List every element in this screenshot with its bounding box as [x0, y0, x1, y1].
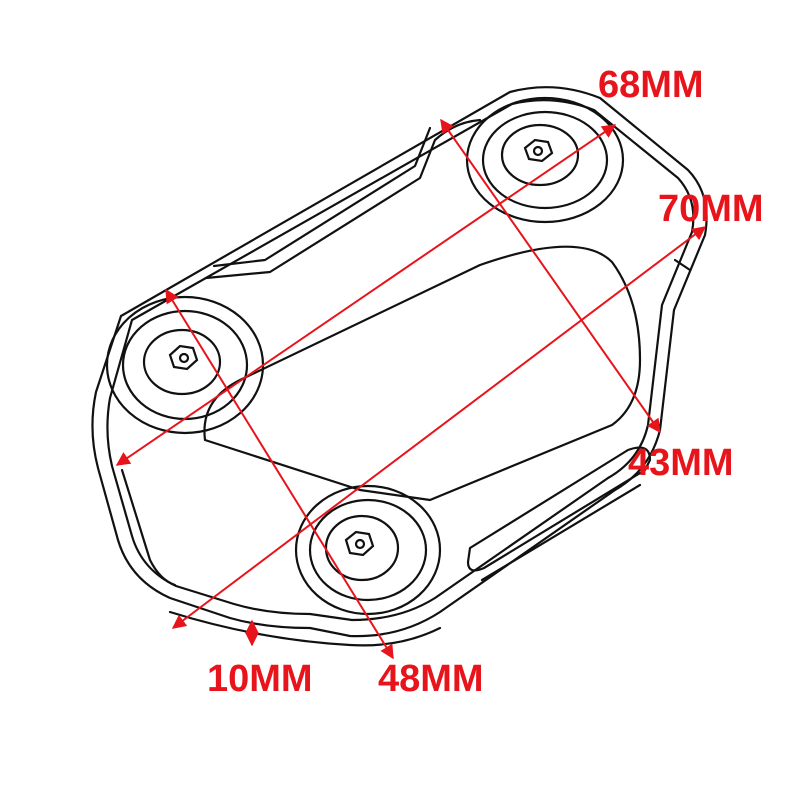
dimension-label-43: 43MM [628, 442, 734, 484]
dim-line-70 [171, 226, 707, 629]
dimension-label-48: 48MM [378, 658, 484, 700]
bolt-boss-top [465, 96, 625, 224]
bolt-boss-left [105, 295, 265, 435]
dimension-label-70: 70MM [658, 188, 764, 230]
dim-line-43 [440, 118, 661, 434]
dimension-label-68: 68MM [598, 64, 704, 106]
bolt-boss-bottom [294, 484, 442, 616]
dimension-lines [115, 118, 707, 660]
dimension-label-10: 10MM [207, 658, 313, 700]
dim-line-48 [165, 288, 394, 660]
